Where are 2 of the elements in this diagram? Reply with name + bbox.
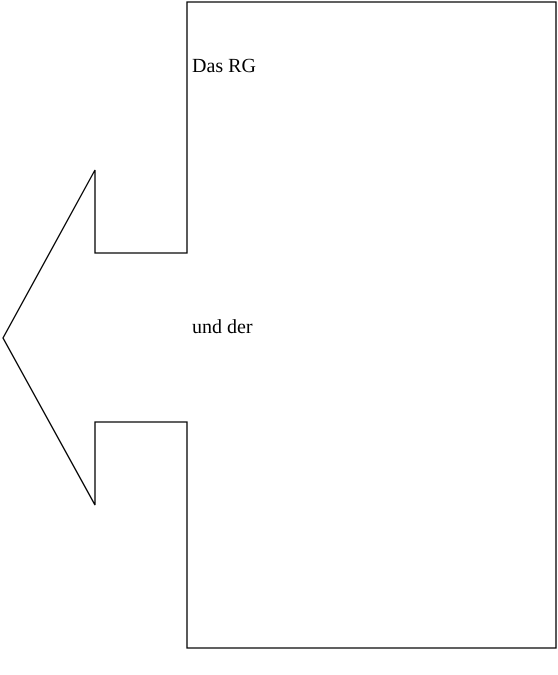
box-heading: Das RG [192,55,256,78]
box-text: und der [192,316,253,339]
